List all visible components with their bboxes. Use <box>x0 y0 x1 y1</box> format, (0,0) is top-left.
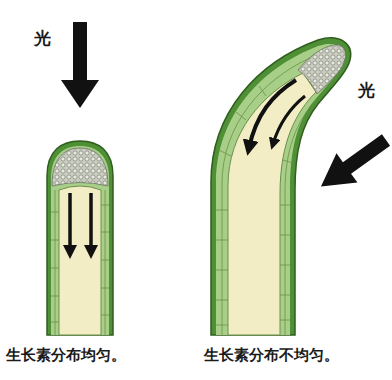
light-label: 光 <box>34 28 51 48</box>
light-arrow <box>310 125 392 201</box>
caption-text: 生长素分布均匀。 <box>6 346 126 364</box>
light-label: 光 <box>358 80 375 100</box>
caption-text: 生长素分布不均匀。 <box>204 346 339 364</box>
light-arrow <box>61 22 99 108</box>
straight-coleoptile <box>47 141 113 335</box>
bent-coleoptile <box>211 38 351 335</box>
